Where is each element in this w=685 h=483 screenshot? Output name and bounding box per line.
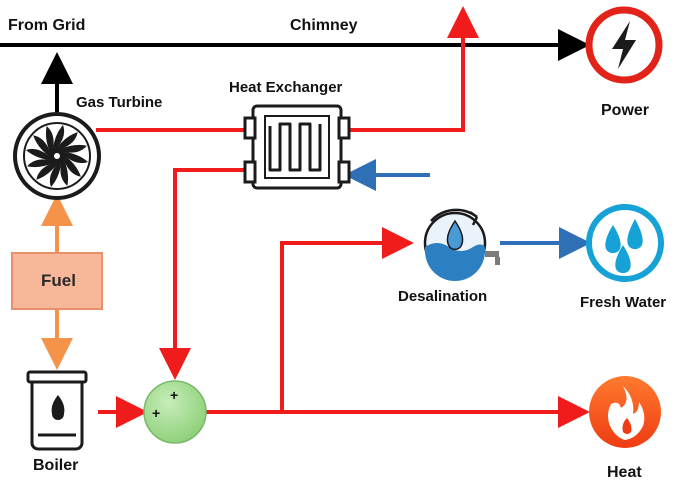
desalination-label: Desalination (398, 288, 487, 305)
heat-exchanger-label: Heat Exchanger (229, 79, 343, 96)
fuel-box (11, 252, 103, 310)
gas-turbine-label: Gas Turbine (76, 94, 162, 111)
mixing-junction-icon (143, 380, 207, 444)
fuel-label: Fuel (41, 271, 76, 290)
boiler-label: Boiler (33, 457, 78, 474)
fire-icon (589, 376, 661, 448)
power-label: Power (601, 102, 649, 119)
mixer-plus-top: + (170, 387, 178, 403)
heat-label: Heat (607, 464, 642, 481)
boiler-icon (26, 370, 88, 451)
from-grid-label: From Grid (8, 17, 85, 34)
lightning-bolt-icon (585, 6, 663, 84)
chimney-label: Chimney (290, 17, 358, 34)
exchanger-to-mixer-arrow (159, 168, 250, 380)
heat-exchanger-icon (243, 104, 351, 190)
mixer-plus-left: + (152, 405, 160, 421)
gas-turbine-icon (13, 112, 101, 200)
mixer-to-desalination-arrow (280, 227, 414, 412)
water-drops-icon (586, 204, 664, 282)
fresh-water-label: Fresh Water (580, 294, 666, 311)
exchanger-to-chimney-arrow (345, 6, 479, 132)
water-drop-cycle-icon (423, 208, 500, 281)
